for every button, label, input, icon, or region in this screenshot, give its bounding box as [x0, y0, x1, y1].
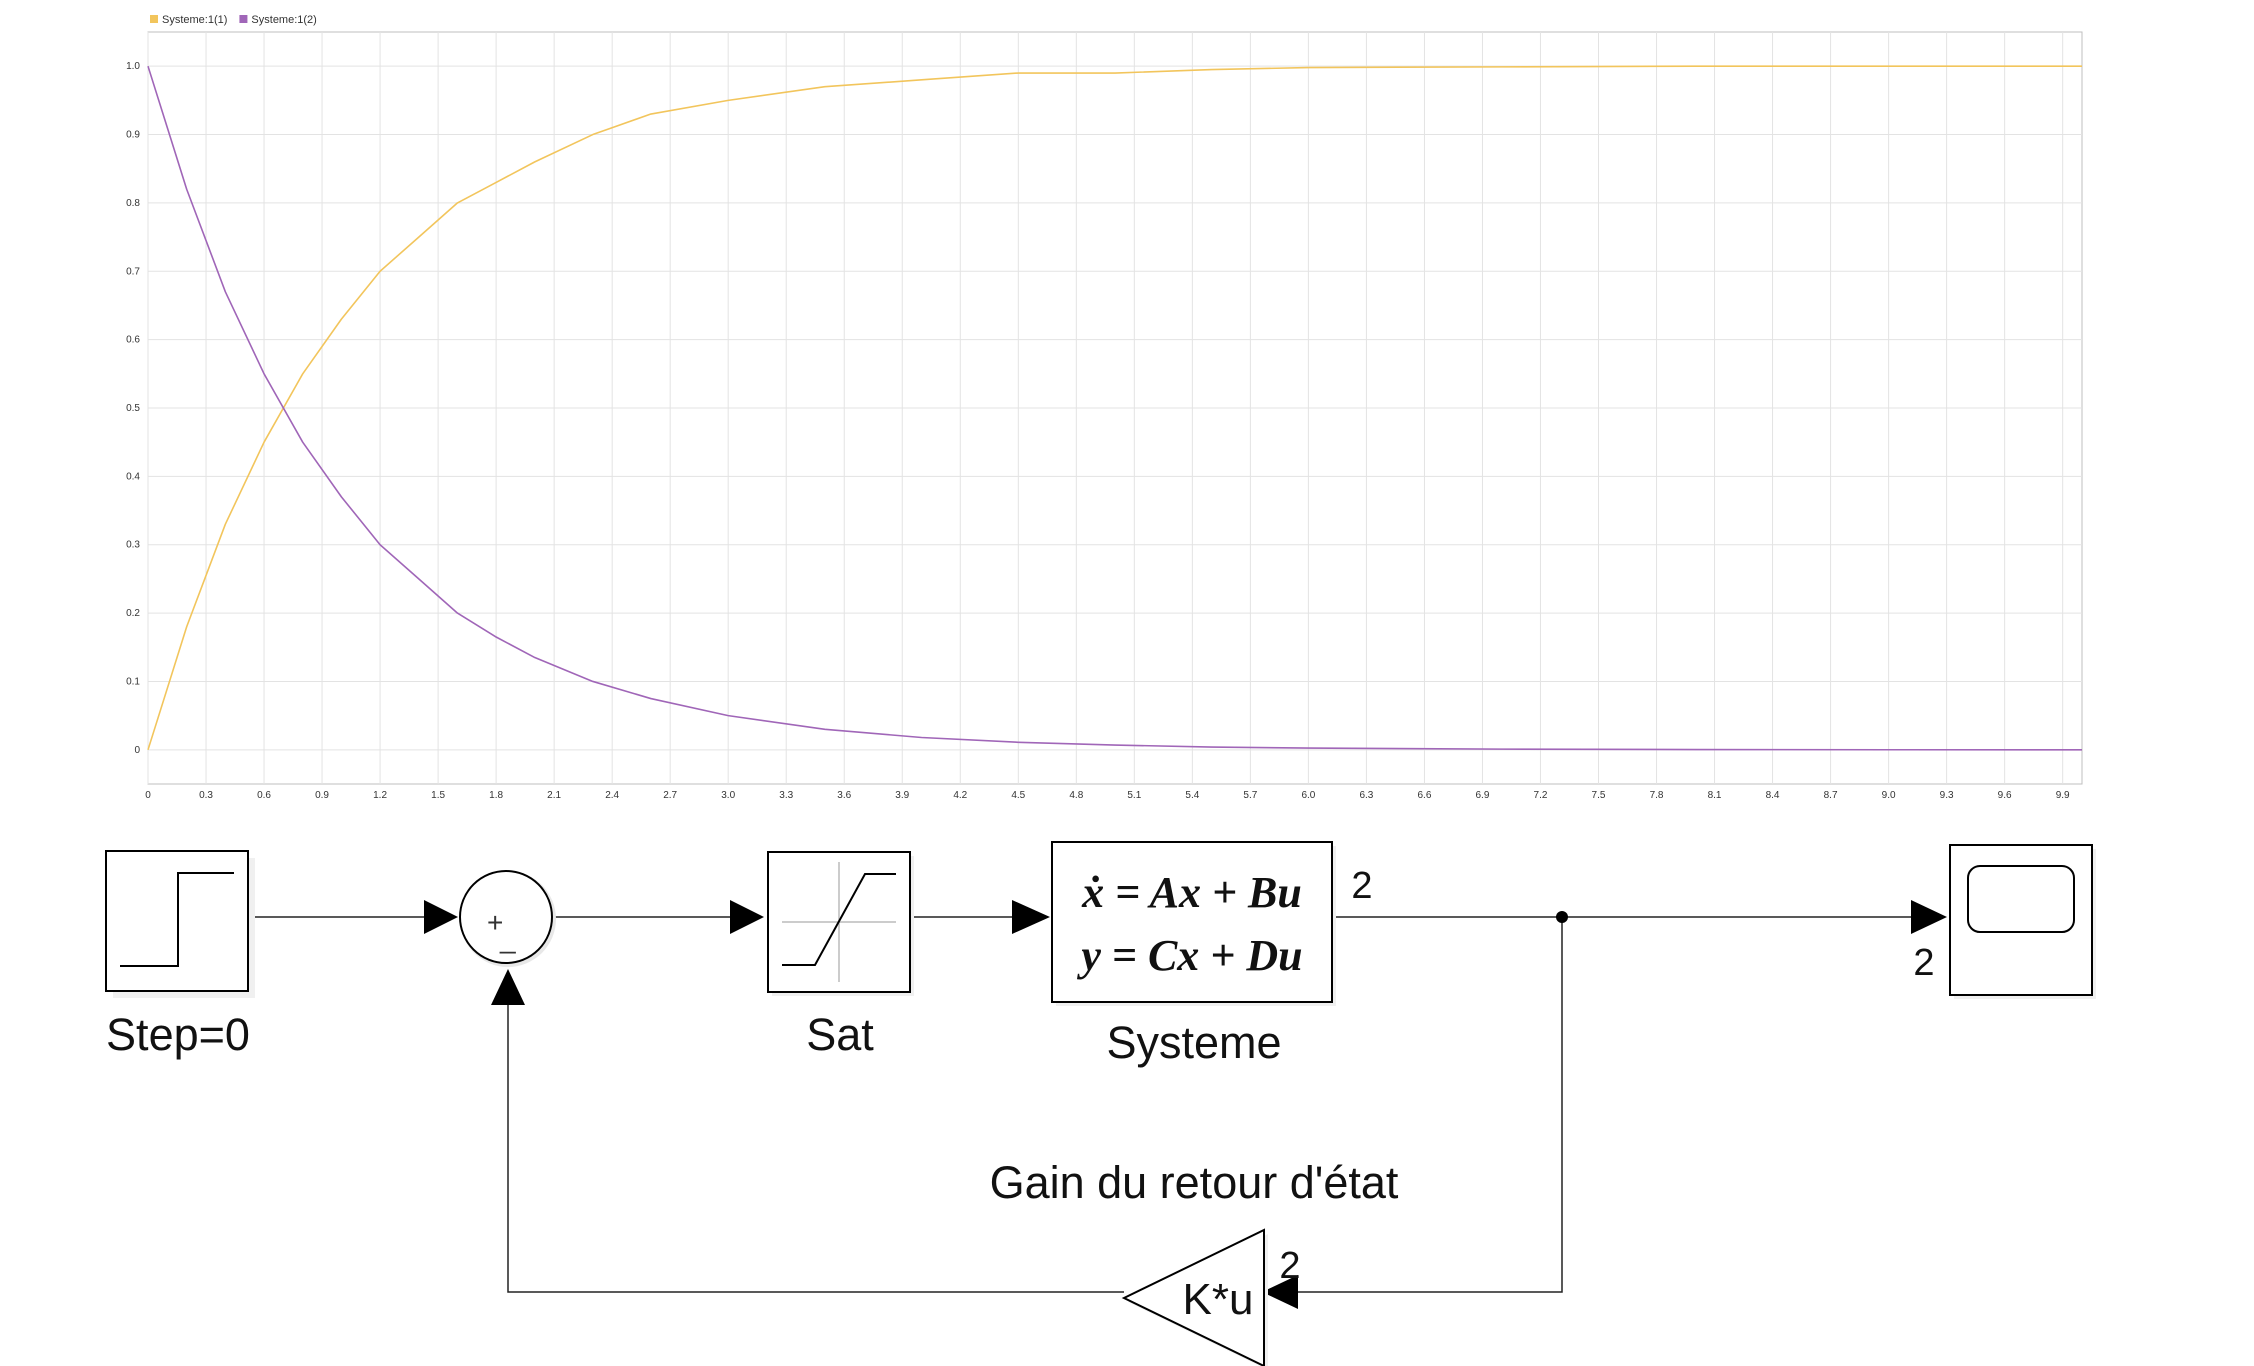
branch-point [1556, 911, 1568, 923]
y-tick-label: 0.3 [126, 540, 140, 551]
x-tick-label: 5.4 [1185, 790, 1199, 800]
x-tick-label: 6.6 [1417, 790, 1431, 800]
x-tick-label: 1.8 [489, 790, 503, 800]
x-tick-label: 4.8 [1069, 790, 1083, 800]
y-tick-label: 0.8 [126, 198, 140, 209]
legend-label-2: Systeme:1(2) [251, 14, 316, 26]
sum-minus-sign: _ [499, 923, 516, 954]
arrow-into-gain [1262, 1275, 1298, 1309]
y-tick-label: 0.6 [126, 335, 140, 346]
x-tick-label: 9.3 [1940, 790, 1954, 800]
gain-title: Gain du retour d'état [990, 1157, 1399, 1208]
arrow-into-system [1012, 900, 1050, 934]
x-tick-label: 5.7 [1243, 790, 1257, 800]
sum-plus-sign: + [487, 907, 503, 938]
y-axis-ticks: 0 0.1 0.2 0.3 0.4 0.5 0.6 0.7 0.8 0.9 1.0 [126, 61, 140, 756]
saturation-icon [782, 873, 896, 966]
saturation-block[interactable] [767, 851, 914, 996]
signal-lines [250, 916, 1911, 1293]
x-tick-label: 7.8 [1650, 790, 1664, 800]
sum-block[interactable]: + _ [459, 870, 556, 967]
x-tick-label: 7.2 [1534, 790, 1548, 800]
step-label: Step=0 [106, 1009, 250, 1060]
line-feedback-branch[interactable] [1295, 917, 1563, 1293]
sat-label: Sat [806, 1009, 874, 1060]
output-equation: y = Cx + Du [1076, 931, 1302, 980]
y-tick-label: 0.9 [126, 130, 140, 141]
state-space-block[interactable]: ẋ = Ax + Bu y = Cx + Du [1051, 841, 1336, 1006]
y-tick-label: 0.4 [126, 471, 140, 482]
gain-in-port-width: 2 [1279, 1245, 1300, 1287]
x-tick-label: 3.3 [779, 790, 793, 800]
series-line-1 [147, 65, 2082, 751]
x-tick-label: 6.9 [1476, 790, 1490, 800]
x-axis-ticks: 0 0.3 0.6 0.9 1.2 1.5 1.8 2.1 2.4 2.7 3.0 3.3 3.6 3.9… [145, 790, 2070, 800]
x-tick-label: 7.5 [1592, 790, 1606, 800]
system-out-port-width: 2 [1351, 865, 1372, 907]
x-tick-label: 8.1 [1708, 790, 1722, 800]
arrow-heads [424, 900, 1947, 1309]
arrow-into-scope [1911, 900, 1947, 934]
x-tick-label: 1.2 [373, 790, 387, 800]
legend-swatch-2 [239, 15, 248, 23]
response-chart: 0 0.3 0.6 0.9 1.2 1.5 1.8 2.1 2.4 2.7 3.0 3.3 3.6 3.9… [126, 14, 2083, 800]
x-tick-label: 0.3 [199, 790, 213, 800]
x-tick-label: 5.1 [1127, 790, 1141, 800]
x-tick-label: 4.5 [1011, 790, 1025, 800]
legend: Systeme:1(1) Systeme:1(2) [150, 14, 317, 26]
x-tick-label: 2.7 [663, 790, 677, 800]
step-icon [120, 872, 234, 967]
x-tick-label: 0.9 [315, 790, 329, 800]
arrow-into-sat [730, 900, 764, 934]
arrow-into-sum [424, 900, 458, 934]
scope-in-port-width: 2 [1913, 942, 1934, 984]
arrow-into-sum-bottom [491, 969, 525, 1005]
series-lines [147, 65, 2083, 751]
scope-screen-icon [1967, 865, 2075, 933]
x-tick-label: 8.4 [1766, 790, 1780, 800]
legend-swatch-1 [150, 15, 158, 23]
x-tick-label: 1.5 [431, 790, 445, 800]
x-tick-label: 9.6 [1998, 790, 2012, 800]
y-tick-label: 0.1 [126, 676, 140, 687]
x-tick-label: 3.0 [721, 790, 735, 800]
y-tick-label: 1.0 [126, 61, 140, 72]
x-tick-label: 3.9 [895, 790, 909, 800]
x-tick-label: 2.4 [605, 790, 619, 800]
x-tick-label: 9.9 [2056, 790, 2070, 800]
x-tick-label: 4.2 [953, 790, 967, 800]
system-label: Systeme [1106, 1017, 1281, 1068]
y-tick-label: 0 [134, 745, 140, 756]
x-tick-label: 8.7 [1824, 790, 1838, 800]
x-tick-label: 0.6 [257, 790, 271, 800]
state-equation: ẋ = Ax + Bu [1081, 868, 1302, 917]
x-tick-label: 9.0 [1882, 790, 1896, 800]
x-tick-label: 2.1 [547, 790, 561, 800]
x-tick-label: 0 [145, 790, 151, 800]
x-tick-label: 6.0 [1301, 790, 1315, 800]
y-tick-label: 0.5 [126, 403, 140, 414]
legend-label-1: Systeme:1(1) [162, 14, 227, 26]
x-tick-label: 6.3 [1359, 790, 1373, 800]
grid [147, 32, 2082, 784]
y-tick-label: 0.2 [126, 608, 140, 619]
scope-block[interactable] [1949, 844, 2096, 999]
step-block[interactable] [105, 850, 255, 998]
y-tick-label: 0.7 [126, 266, 140, 277]
line-gain-to-sum[interactable] [507, 1003, 1124, 1293]
series-line-2 [147, 65, 2083, 751]
gain-block[interactable]: K*u [1121, 1228, 1268, 1366]
gain-text: K*u [1183, 1275, 1254, 1324]
x-tick-label: 3.6 [837, 790, 851, 800]
